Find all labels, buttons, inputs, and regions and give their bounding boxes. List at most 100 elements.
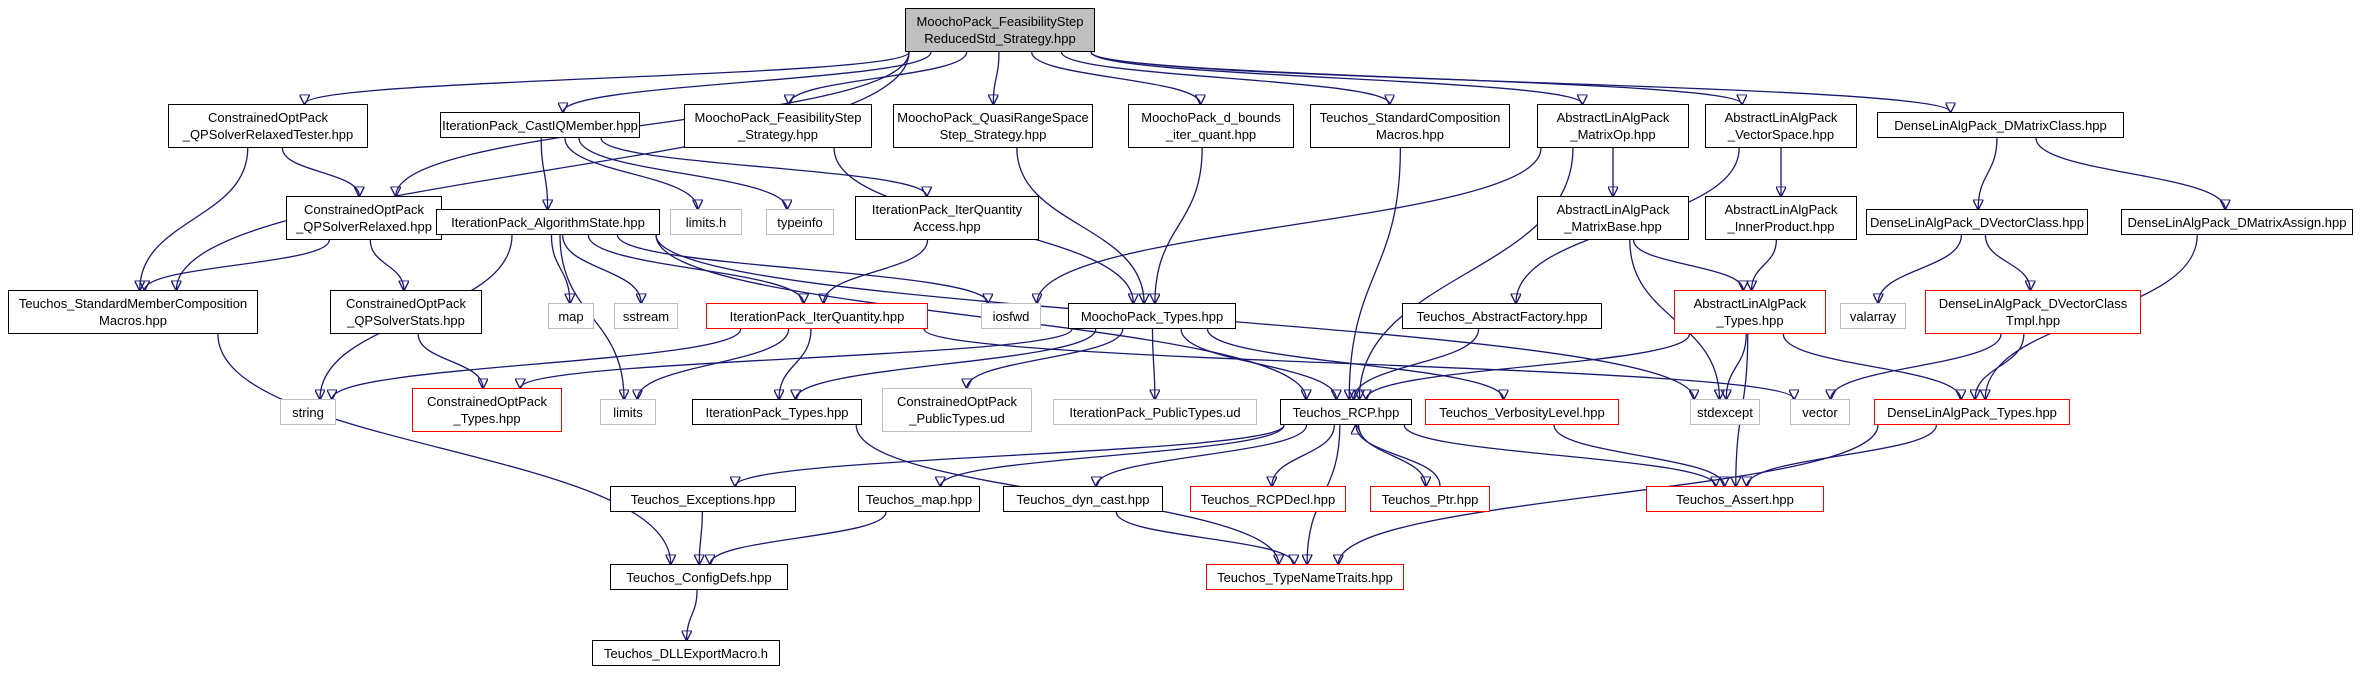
- edge-alamb-to-alat: [1632, 239, 1744, 290]
- edge-trcp-to-trcpd: [1272, 424, 1335, 486]
- edge-cqpss-to-copt: [417, 333, 483, 388]
- node-itcast[interactable]: IterationPack_CastIQMember.hpp: [440, 112, 640, 138]
- node-map[interactable]: map: [548, 303, 594, 329]
- edge-root-to-itcast: [563, 51, 932, 112]
- node-alaip[interactable]: AbstractLinAlgPack _InnerProduct.hpp: [1705, 196, 1857, 240]
- edge-mpt-to-copt: [520, 328, 1073, 388]
- node-itiq[interactable]: IterationPack_IterQuantity.hpp: [706, 303, 928, 329]
- edge-root-to-mpdb: [1031, 51, 1201, 104]
- node-tptr[interactable]: Teuchos_Ptr.hpp: [1370, 486, 1490, 512]
- edge-mpt-to-itptud: [1152, 328, 1154, 399]
- node-dlavc[interactable]: DenseLinAlgPack_DVectorClass.hpp: [1866, 209, 2088, 235]
- node-tsmcm[interactable]: Teuchos_StandardMemberComposition Macros…: [8, 290, 258, 334]
- node-stdexcept[interactable]: stdexcept: [1690, 399, 1760, 425]
- edge-cqprt-to-tsmcm: [140, 147, 249, 290]
- edge-trcp-to-tmap: [940, 424, 1285, 486]
- node-tcfg[interactable]: Teuchos_ConfigDefs.hpp: [610, 564, 788, 590]
- edge-alat-to-stdexcept: [1726, 333, 1747, 399]
- edge-tsmcm-to-tcfg: [217, 333, 671, 564]
- node-tmap[interactable]: Teuchos_map.hpp: [858, 486, 980, 512]
- edge-itcast-to-typeinfo: [578, 137, 787, 209]
- edge-cqpr-to-tsmcm: [145, 239, 330, 290]
- edge-dlavc-to-dlavct: [1984, 234, 2030, 290]
- node-alamo[interactable]: AbstractLinAlgPack _MatrixOp.hpp: [1537, 104, 1689, 148]
- node-itas[interactable]: IterationPack_AlgorithmState.hpp: [436, 209, 660, 235]
- node-tdyn[interactable]: Teuchos_dyn_cast.hpp: [1003, 486, 1163, 512]
- edge-itiqa-to-itiq: [824, 239, 929, 303]
- edge-itas-to-map: [550, 234, 569, 303]
- node-texc[interactable]: Teuchos_Exceptions.hpp: [610, 486, 796, 512]
- edge-root-to-alamo: [1090, 51, 1582, 104]
- node-tscm[interactable]: Teuchos_StandardComposition Macros.hpp: [1310, 104, 1510, 148]
- edge-dlamc-to-dlama: [2035, 137, 2225, 209]
- edge-trcp-to-tdyn: [1096, 424, 1308, 486]
- edge-alat-to-dlat: [1782, 333, 1961, 399]
- edge-itiq-to-limits: [637, 328, 790, 399]
- edge-tdyn-to-ttnt: [1115, 511, 1294, 564]
- node-mpfs[interactable]: MoochoPack_FeasibilityStep _Strategy.hpp: [684, 104, 872, 148]
- node-cqpss[interactable]: ConstrainedOptPack _QPSolverStats.hpp: [330, 290, 482, 334]
- node-dlamc[interactable]: DenseLinAlgPack_DMatrixClass.hpp: [1877, 112, 2124, 138]
- node-vector[interactable]: vector: [1790, 399, 1850, 425]
- node-alat[interactable]: AbstractLinAlgPack _Types.hpp: [1674, 290, 1826, 334]
- node-ttnt[interactable]: Teuchos_TypeNameTraits.hpp: [1206, 564, 1404, 590]
- node-iosfwd[interactable]: iosfwd: [981, 303, 1041, 329]
- edge-cqpr-to-cqpss: [369, 239, 404, 290]
- node-coptud[interactable]: ConstrainedOptPack _PublicTypes.ud: [882, 388, 1032, 432]
- edge-alat-to-trcp: [1366, 333, 1691, 399]
- node-mpqrs[interactable]: MoochoPack_QuasiRangeSpace Step_Strategy…: [893, 104, 1093, 148]
- node-sstream[interactable]: sstream: [614, 303, 678, 329]
- node-cqpr[interactable]: ConstrainedOptPack _QPSolverRelaxed.hpp: [286, 196, 442, 240]
- node-mpdb[interactable]: MoochoPack_d_bounds _iter_quant.hpp: [1128, 104, 1294, 148]
- node-dlama[interactable]: DenseLinAlgPack_DMatrixAssign.hpp: [2121, 209, 2353, 235]
- node-string[interactable]: string: [280, 399, 336, 425]
- edge-tmap-to-tcfg: [710, 511, 887, 564]
- edge-itas-to-itiq: [587, 234, 803, 303]
- edge-root-to-dlamc: [1090, 51, 1950, 112]
- node-tdll[interactable]: Teuchos_DLLExportMacro.h: [592, 640, 780, 666]
- edge-itiq-to-itt: [779, 328, 812, 399]
- node-alavs[interactable]: AbstractLinAlgPack _VectorSpace.hpp: [1705, 104, 1857, 148]
- edge-mpt-to-tvl: [1206, 328, 1504, 399]
- edge-dlat-to-tassert: [1747, 424, 1938, 486]
- edge-itcast-to-itas: [540, 137, 547, 209]
- node-typeinfo[interactable]: typeinfo: [766, 209, 834, 235]
- edge-trcp-to-tassert: [1403, 424, 1715, 486]
- edge-alaip-to-alat: [1752, 239, 1777, 290]
- edge-itas-to-sstream: [562, 234, 641, 303]
- edge-dlamc-to-dlavc: [1978, 137, 1998, 209]
- node-tassert[interactable]: Teuchos_Assert.hpp: [1646, 486, 1824, 512]
- node-trcp[interactable]: Teuchos_RCP.hpp: [1280, 399, 1412, 425]
- edge-itiq-to-string: [332, 328, 742, 399]
- edge-root-to-cqpr: [396, 51, 910, 196]
- edge-alamo-to-iosfwd: [1037, 147, 1542, 303]
- root-node[interactable]: MoochoPack_FeasibilityStep ReducedStd_St…: [905, 8, 1095, 52]
- edge-dlavc-to-valarray: [1878, 234, 1963, 303]
- node-itiqa[interactable]: IterationPack_IterQuantity Access.hpp: [855, 196, 1039, 240]
- node-tvl[interactable]: Teuchos_VerbosityLevel.hpp: [1425, 399, 1619, 425]
- node-cqprt[interactable]: ConstrainedOptPack _QPSolverRelaxedTeste…: [168, 104, 368, 148]
- node-alamb[interactable]: AbstractLinAlgPack _MatrixBase.hpp: [1537, 196, 1689, 240]
- node-valarray[interactable]: valarray: [1840, 303, 1906, 329]
- node-limits[interactable]: limits: [600, 399, 656, 425]
- edge-taf-to-trcp: [1354, 328, 1480, 399]
- node-limitsh[interactable]: limits.h: [670, 209, 742, 235]
- edge-mpt-to-trcp: [1180, 328, 1336, 399]
- node-itt[interactable]: IterationPack_Types.hpp: [692, 399, 862, 425]
- node-dlat[interactable]: DenseLinAlgPack_Types.hpp: [1874, 399, 2070, 425]
- edge-texc-to-tcfg: [699, 511, 702, 564]
- edge-mpdb-to-mpt: [1155, 147, 1203, 303]
- node-trcpd[interactable]: Teuchos_RCPDecl.hpp: [1190, 486, 1346, 512]
- edge-itcast-to-limitsh: [564, 137, 698, 209]
- edge-alamo-to-trcp: [1359, 147, 1574, 399]
- edge-root-to-mpfs: [789, 51, 968, 104]
- edge-root-to-cqprt: [305, 51, 910, 104]
- node-mpt[interactable]: MoochoPack_Types.hpp: [1068, 303, 1236, 329]
- node-copt[interactable]: ConstrainedOptPack _Types.hpp: [412, 388, 562, 432]
- node-taf[interactable]: Teuchos_AbstractFactory.hpp: [1402, 303, 1602, 329]
- node-dlavct[interactable]: DenseLinAlgPack_DVectorClass Tmpl.hpp: [1925, 290, 2141, 334]
- node-itptud[interactable]: IterationPack_PublicTypes.ud: [1053, 399, 1257, 425]
- edge-tptr-to-trcp: [1356, 425, 1441, 487]
